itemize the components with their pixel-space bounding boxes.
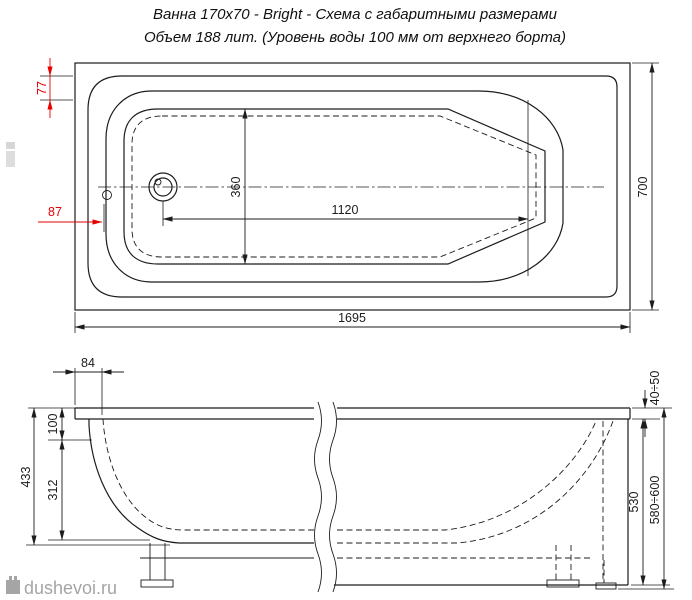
- dim-lower-depth: 312: [46, 439, 150, 541]
- dim-overall-width: 700: [632, 62, 659, 311]
- dim-label-100: 100: [46, 414, 60, 435]
- watermark-logo-small: [6, 142, 15, 167]
- dim-label-530: 530: [627, 492, 641, 513]
- tub-rim-contour: [87, 75, 618, 298]
- foot-right: [546, 579, 580, 588]
- rim-profile: [74, 407, 631, 420]
- dim-rim-width-left: 77: [35, 58, 73, 118]
- dim-overall-length: 1695: [74, 311, 631, 333]
- foot-left: [140, 579, 174, 588]
- dim-rim-edge-to-wall: 84: [53, 356, 124, 415]
- break-line-right: [329, 401, 337, 593]
- break-gap: [314, 401, 337, 594]
- dim-label-84: 84: [81, 356, 95, 370]
- dim-label-77: 77: [35, 81, 49, 95]
- dim-label-40-50: 40÷50: [648, 371, 662, 406]
- building-icon: [6, 576, 20, 594]
- dim-label-700: 700: [636, 177, 650, 198]
- break-line-left: [314, 401, 322, 593]
- overflow-hole: [102, 190, 112, 200]
- apron-panel: [334, 419, 629, 586]
- inner-wall-left: [102, 418, 316, 531]
- dim-label-1695: 1695: [338, 311, 366, 325]
- dim-overall-height: 580÷600: [618, 407, 674, 590]
- dim-water-level: 100: [28, 407, 92, 441]
- dim-label-580-600: 580÷600: [648, 476, 662, 525]
- dim-label-360: 360: [229, 177, 243, 198]
- leg-left: [149, 543, 166, 580]
- leg-right: [555, 545, 572, 580]
- dim-total-inner-depth: 433: [19, 407, 170, 546]
- drain-inner-circle: [153, 177, 173, 197]
- dim-bottom-length: 1120: [162, 100, 529, 276]
- basin-bottom-hidden-contour: [131, 115, 537, 258]
- apron-foot: [595, 582, 617, 590]
- top-view: 1120 360 1695 700 77: [35, 58, 659, 333]
- tub-outer-edge: [74, 62, 631, 311]
- dim-label-312: 312: [46, 480, 60, 501]
- outer-bottom-right: [337, 420, 614, 544]
- basin-rim-contour: [105, 90, 564, 283]
- watermark-text: dushevoi.ru: [24, 578, 117, 598]
- watermark: dushevoi.ru: [6, 576, 117, 598]
- basin-bottom-contour: [123, 108, 546, 265]
- title-line1: Ванна 170х70 - Bright - Схема с габаритн…: [153, 6, 558, 23]
- outer-wall-left: [88, 419, 316, 544]
- inner-bottom-right: [337, 420, 597, 531]
- dim-label-433: 433: [19, 467, 33, 488]
- dim-bottom-width: 360: [229, 108, 248, 265]
- title-line2: Объем 188 лит. (Уровень воды 100 мм от в…: [144, 29, 566, 46]
- dim-label-87: 87: [48, 205, 62, 219]
- dim-label-1120: 1120: [332, 203, 359, 217]
- dim-rim-height: 40÷50: [632, 371, 672, 437]
- drain-highlight: [154, 178, 162, 186]
- side-view: 84 40÷50 100 312 433: [19, 356, 674, 594]
- dim-drain-offset: 87: [38, 204, 105, 232]
